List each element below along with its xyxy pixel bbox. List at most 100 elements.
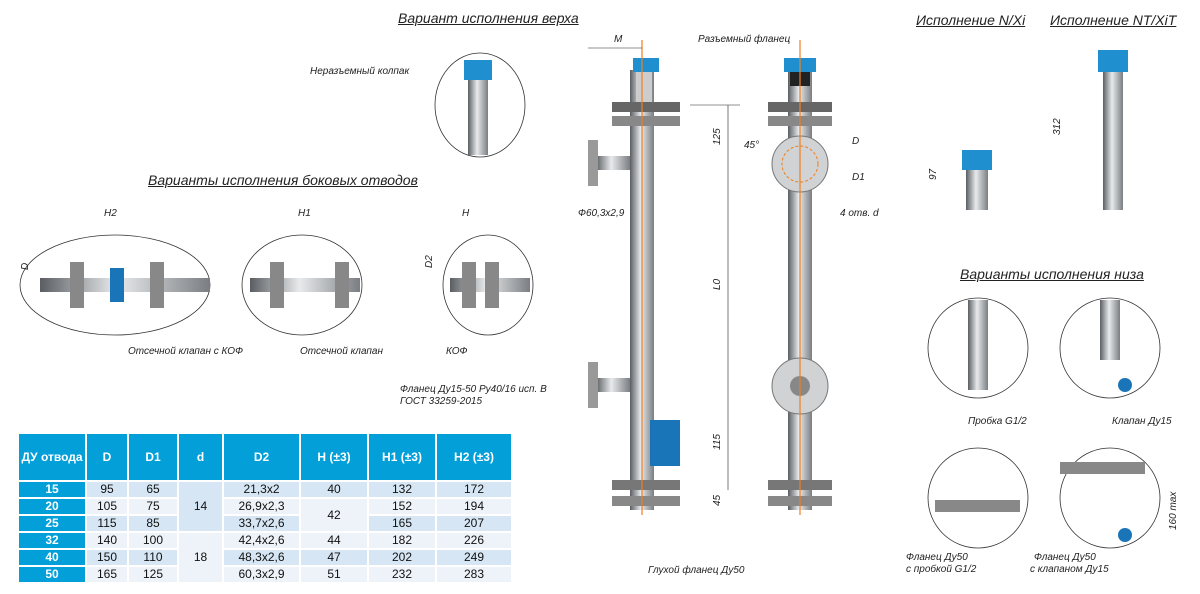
col-D2: D2	[224, 434, 299, 480]
cell: 14	[179, 482, 222, 531]
label-gost: ГОСТ 33259-2015	[400, 396, 483, 407]
title-bottom-variants: Варианты исполнения низа	[960, 266, 1144, 282]
cell: 140	[87, 533, 127, 548]
col-H1: H1 (±3)	[369, 434, 435, 480]
col-H2: H2 (±3)	[437, 434, 511, 480]
cell: 95	[87, 482, 127, 497]
label-160max: 160 max	[1168, 491, 1179, 530]
cell: 18	[179, 533, 222, 582]
col-H: H (±3)	[301, 434, 367, 480]
cell: 249	[437, 550, 511, 565]
label-H1: H1	[298, 208, 311, 219]
label-kof: КОФ	[446, 346, 468, 357]
label-312: 312	[1052, 118, 1063, 135]
title-nxi: Исполнение N/Xi	[916, 12, 1026, 28]
label-45: 45	[712, 494, 723, 506]
cell: 75	[129, 499, 177, 514]
title-side-variants: Варианты исполнения боковых отводов	[148, 172, 418, 188]
label-valve15: Клапан Ду15	[1112, 416, 1172, 427]
cell: 40	[19, 550, 85, 565]
cell: 48,3x2,6	[224, 550, 299, 565]
label-D: D	[852, 136, 860, 147]
label-D1: D1	[852, 172, 865, 183]
cell: 50	[19, 567, 85, 582]
label-angle: 45°	[744, 140, 760, 151]
cell: 110	[129, 550, 177, 565]
label-valve-kof: Отсечной клапан с КОФ	[128, 346, 244, 357]
label-D2: D2	[424, 255, 435, 268]
cell: 47	[301, 550, 367, 565]
cell: 42	[301, 499, 367, 531]
cell: 194	[437, 499, 511, 514]
cell: 21,3x2	[224, 482, 299, 497]
cell: 232	[369, 567, 435, 582]
cell: 182	[369, 533, 435, 548]
label-cap: Неразъемный колпак	[310, 66, 410, 77]
label-l0: L0	[712, 278, 723, 290]
cell: 165	[369, 516, 435, 531]
cell: 202	[369, 550, 435, 565]
cell: 150	[87, 550, 127, 565]
label-D-side: D	[20, 262, 31, 270]
cell: 207	[437, 516, 511, 531]
label-125: 125	[712, 128, 723, 145]
col-D: D	[87, 434, 127, 480]
column-front-view	[588, 40, 740, 515]
col-du: ДУ отвода	[19, 434, 85, 480]
cell: 283	[437, 567, 511, 582]
cell: 152	[369, 499, 435, 514]
cell: 20	[19, 499, 85, 514]
label-flange-plug-2: с пробкой G1/2	[906, 564, 977, 575]
cell: 115	[87, 516, 127, 531]
label-H2: H2	[104, 208, 117, 219]
cell: 60,3x2,9	[224, 567, 299, 582]
label-holes: 4 отв. d	[840, 208, 879, 219]
label-blind-flange: Глухой фланец Ду50	[648, 565, 745, 576]
label-flange-valve-1: Фланец Ду50	[1034, 552, 1096, 563]
cell: 51	[301, 567, 367, 582]
label-m: M	[614, 34, 623, 45]
cell: 33,7x2,6	[224, 516, 299, 531]
label-H: H	[462, 208, 470, 219]
dimensions-table: ДУ отвода D D1 d D2 H (±3) H1 (±3) H2 (±…	[17, 432, 513, 584]
cell: 100	[129, 533, 177, 548]
label-flange-plug-1: Фланец Ду50	[906, 552, 968, 563]
side-branch-parts	[40, 50, 1145, 542]
cell: 42,4x2,6	[224, 533, 299, 548]
cell: 44	[301, 533, 367, 548]
title-ntxit: Исполнение NT/XiT	[1050, 12, 1177, 28]
cell: 132	[369, 482, 435, 497]
cell: 40	[301, 482, 367, 497]
label-flange-valve-2: с клапаном Ду15	[1030, 564, 1109, 575]
label-plug: Пробка G1/2	[968, 416, 1027, 427]
cell: 165	[87, 567, 127, 582]
cell: 105	[87, 499, 127, 514]
cell: 65	[129, 482, 177, 497]
label-pipe: Ф60,3х2,9	[578, 208, 625, 219]
cell: 26,9x2,3	[224, 499, 299, 514]
label-split-flange: Разъемный фланец	[698, 34, 791, 45]
cell: 226	[437, 533, 511, 548]
table-header: ДУ отвода D D1 d D2 H (±3) H1 (±3) H2 (±…	[19, 434, 511, 480]
side-branch-callouts	[19, 52, 1161, 549]
label-side-flange: Фланец Ду15-50 Ру40/16 исп. В	[400, 384, 547, 395]
cell: 25	[19, 516, 85, 531]
label-valve: Отсечной клапан	[300, 346, 383, 357]
column-side-view	[768, 40, 832, 515]
cell: 15	[19, 482, 85, 497]
cell: 85	[129, 516, 177, 531]
title-top-variant: Вариант исполнения верха	[398, 10, 579, 26]
label-115: 115	[712, 434, 723, 450]
cell: 125	[129, 567, 177, 582]
cell: 172	[437, 482, 511, 497]
col-d: d	[179, 434, 222, 480]
label-97: 97	[928, 168, 939, 180]
cell: 32	[19, 533, 85, 548]
